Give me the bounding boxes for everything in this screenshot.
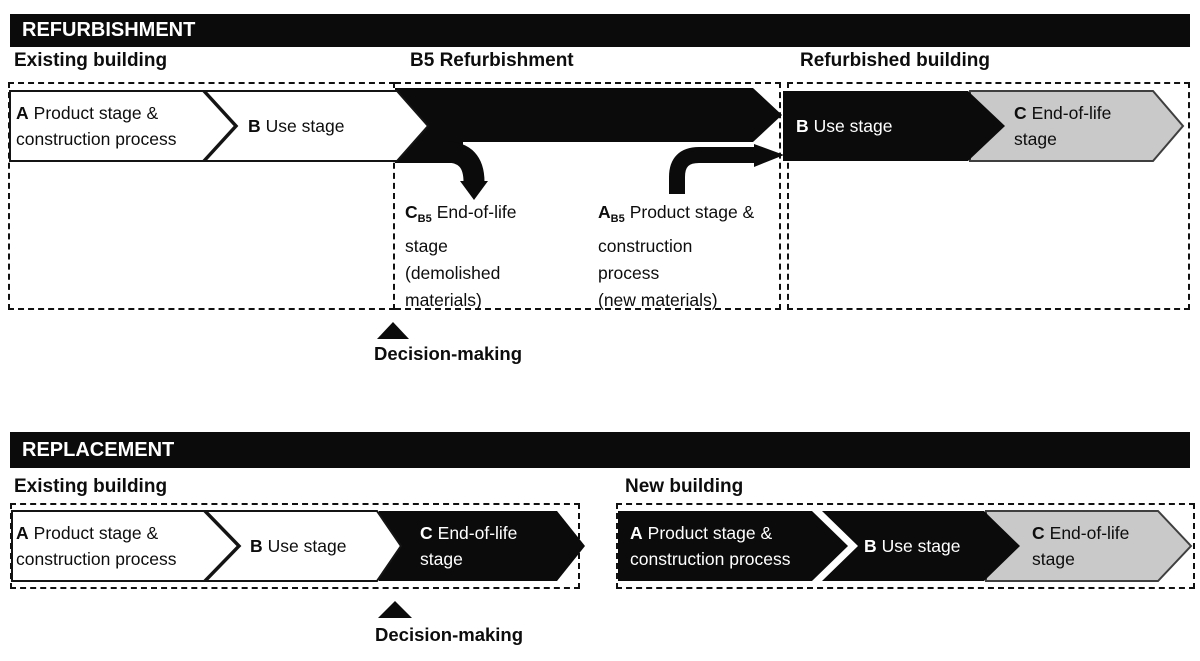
refurbished-building-box [787,82,1190,310]
new-building-label: New building [625,476,744,497]
refurbishment-header-bar: REFURBISHMENT [10,14,1190,47]
replace-existing-use-stage-arrow [203,510,403,582]
replace-existing-product-stage-arrow [11,510,240,582]
refurb-decision-marker-icon [377,322,409,339]
demolished-materials-flow-arrow [398,141,485,183]
refurb-existing-building-box [8,82,395,310]
new-materials-flow-arrow [669,147,754,194]
replace-existing-end-of-life-arrow [379,511,585,581]
replace-decision-label: Decision-making [375,624,524,645]
replace-existing-building-label: Existing building [14,476,168,497]
refurb-existing-use-stage-arrow [202,90,430,162]
demolished-materials-flow-arrowhead [460,181,488,200]
refurb-existing-building-label: Existing building [14,50,168,71]
new-building-use-stage-arrow [822,511,1020,581]
refurbished-use-stage-arrow [783,91,1005,161]
refurbishment-header-label: REFURBISHMENT [22,19,196,41]
refurb-b5-box [395,82,781,310]
replacement-header-bar: REPLACEMENT [10,432,1190,468]
b5-refurbishment-arrow [395,88,753,142]
replace-new-building-box [616,503,1195,589]
new-materials-flow-arrowhead [754,144,784,167]
refurbished-building-label: Refurbished building [800,50,990,71]
b5-refurbishment-arrowhead [753,88,782,142]
refurb-decision-label: Decision-making [374,343,523,364]
replace-decision-marker-icon [378,601,412,618]
refurb-existing-product-stage-arrow [9,90,237,162]
new-building-product-stage-arrow [618,511,848,581]
replacement-header-label: REPLACEMENT [22,438,175,461]
refurb-b5-label: B5 Refurbishment [410,50,574,71]
